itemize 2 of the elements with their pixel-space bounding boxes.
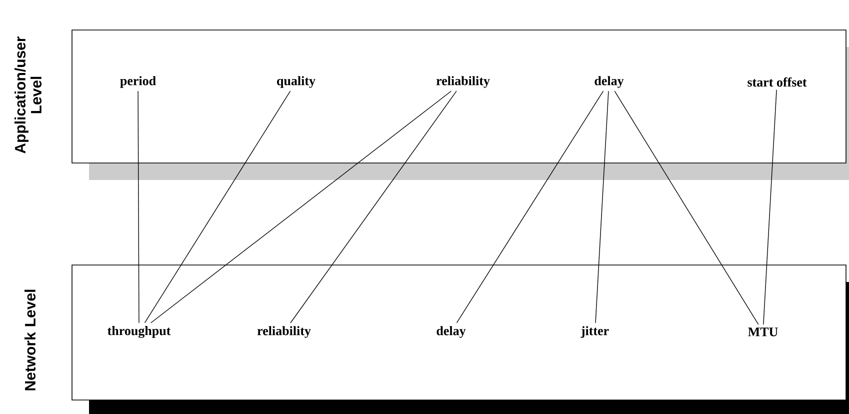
level-heading: Application/user Level: [14, 36, 42, 154]
level-heading: Network Level: [24, 290, 36, 390]
